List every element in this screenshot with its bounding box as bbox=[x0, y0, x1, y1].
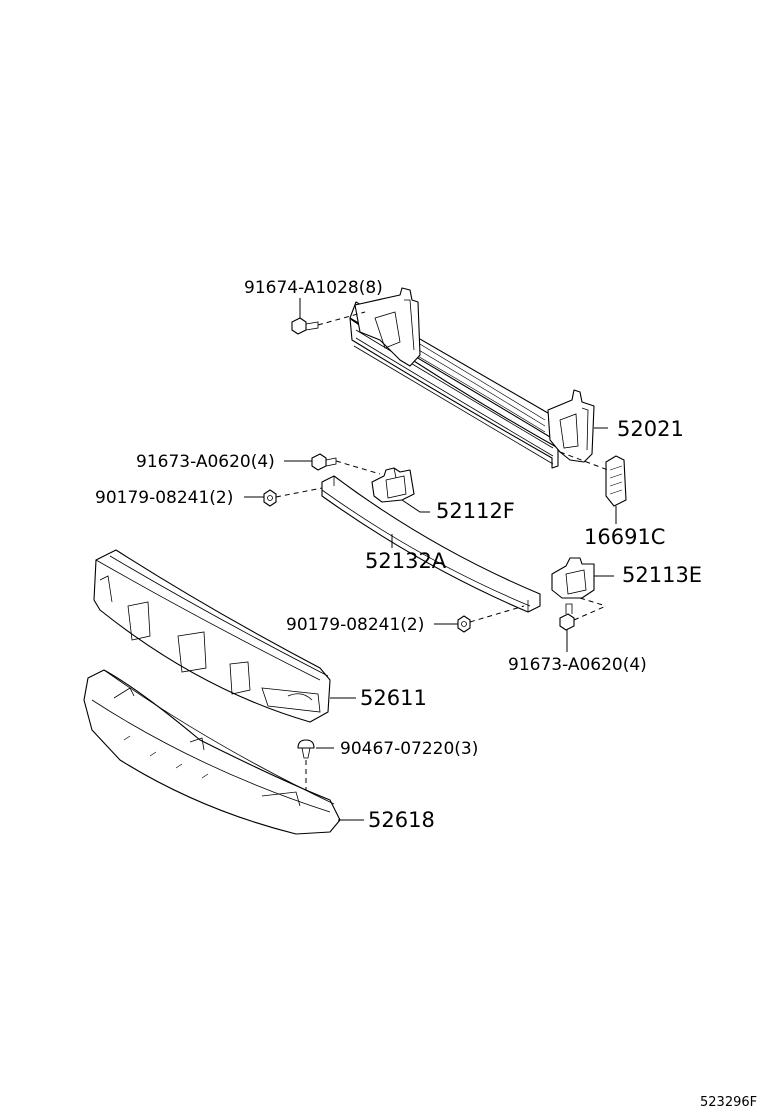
label-90179-08241-top: 90179-08241(2) bbox=[95, 488, 233, 508]
label-52611: 52611 bbox=[360, 686, 427, 710]
label-52618: 52618 bbox=[368, 808, 435, 832]
label-91674-A1028: 91674-A1028(8) bbox=[244, 278, 383, 298]
leader-lines bbox=[244, 298, 617, 821]
bolt-icon bbox=[559, 603, 575, 631]
label-90467-07220: 90467-07220(3) bbox=[340, 739, 478, 759]
label-52021: 52021 bbox=[617, 417, 684, 441]
bolt-icon bbox=[311, 453, 337, 471]
label-52132A: 52132A bbox=[365, 549, 447, 573]
bumper-seal-16691C bbox=[605, 455, 627, 507]
label-52112F: 52112F bbox=[436, 499, 515, 523]
label-90179-08241-bottom: 90179-08241(2) bbox=[286, 615, 424, 635]
bolt-icon bbox=[291, 317, 319, 335]
lower-reinforcement-52132A bbox=[321, 475, 541, 613]
bracket-52112F bbox=[371, 467, 415, 503]
nut-icon bbox=[263, 489, 277, 507]
label-52113E: 52113E bbox=[622, 563, 702, 587]
diagram-code: 523296F bbox=[700, 1095, 757, 1110]
bumper-reinforcement-52021 bbox=[349, 287, 595, 469]
label-91673-A0620-top: 91673-A0620(4) bbox=[136, 452, 275, 472]
label-16691C: 16691C bbox=[584, 525, 665, 549]
label-91673-A0620-bottom: 91673-A0620(4) bbox=[508, 655, 647, 675]
under-cover-52618 bbox=[83, 669, 341, 835]
nut-icon bbox=[457, 615, 471, 633]
clip-icon bbox=[297, 739, 315, 759]
bracket-52113E bbox=[551, 557, 595, 599]
energy-absorber-52611 bbox=[93, 549, 331, 723]
